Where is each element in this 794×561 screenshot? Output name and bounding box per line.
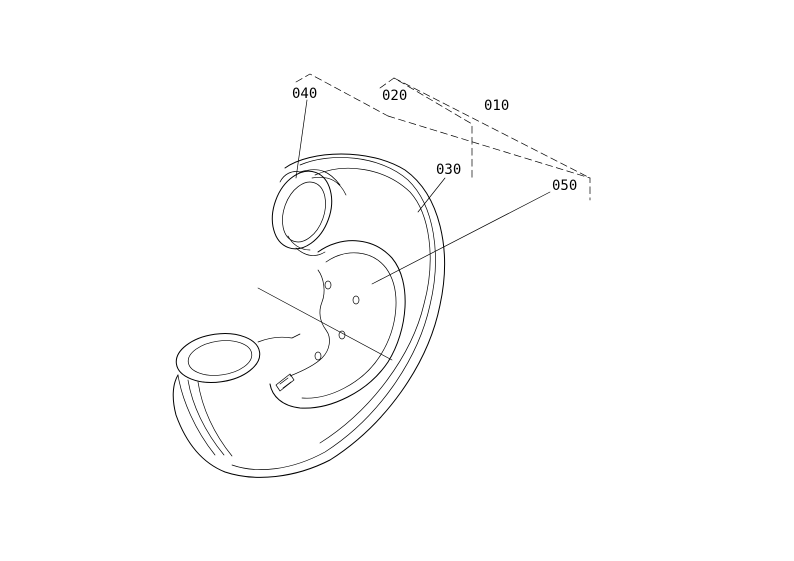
label-050: 050	[552, 178, 577, 194]
leader-050	[371, 191, 551, 285]
tire-tread-line	[231, 157, 436, 470]
tire-upper-flange	[287, 235, 326, 256]
axis-line	[257, 287, 393, 361]
tire-lower-rim-outer	[175, 333, 261, 383]
tire-upper-rim-outer	[271, 170, 333, 250]
wheel-disc-step	[301, 252, 397, 399]
bolt-hole-4	[314, 351, 322, 361]
bolt-hole-1	[324, 280, 332, 290]
tire-assembly	[172, 153, 445, 478]
label-030: 030	[436, 162, 461, 178]
wheel-disc-outer	[269, 240, 406, 409]
tire-upper-section	[271, 169, 347, 256]
tire-lower-tread-3	[197, 381, 233, 457]
bolt-hole-2	[352, 295, 360, 305]
label-010: 010	[484, 98, 509, 114]
tire-tread-line-2	[314, 167, 431, 444]
tire-lower-tread-1	[177, 374, 216, 456]
tire-lower-tread-2	[187, 379, 225, 456]
leader-020-bracket	[379, 77, 473, 179]
tire-upper-rim-inner	[282, 181, 326, 243]
wheel-disc-hub-edge	[289, 269, 330, 377]
wheel-disc	[269, 240, 406, 409]
callout-leaders	[295, 73, 591, 285]
leader-040-bracket	[295, 73, 389, 117]
tire-lower-rim-inner	[187, 340, 253, 376]
tire-lower-flange	[257, 333, 301, 343]
label-020: 020	[382, 88, 407, 104]
leader-030	[417, 177, 446, 213]
callout-labels: 040 020 010 030 050	[292, 86, 577, 194]
leader-040	[295, 99, 308, 179]
leader-010-top	[393, 77, 591, 179]
tire-outer-contour	[172, 153, 445, 478]
tire-lower-section	[175, 333, 301, 457]
valve-stem	[275, 373, 295, 392]
label-040: 040	[292, 86, 317, 102]
tire-upper-bead	[279, 171, 301, 183]
tire-upper-groove	[299, 169, 347, 196]
